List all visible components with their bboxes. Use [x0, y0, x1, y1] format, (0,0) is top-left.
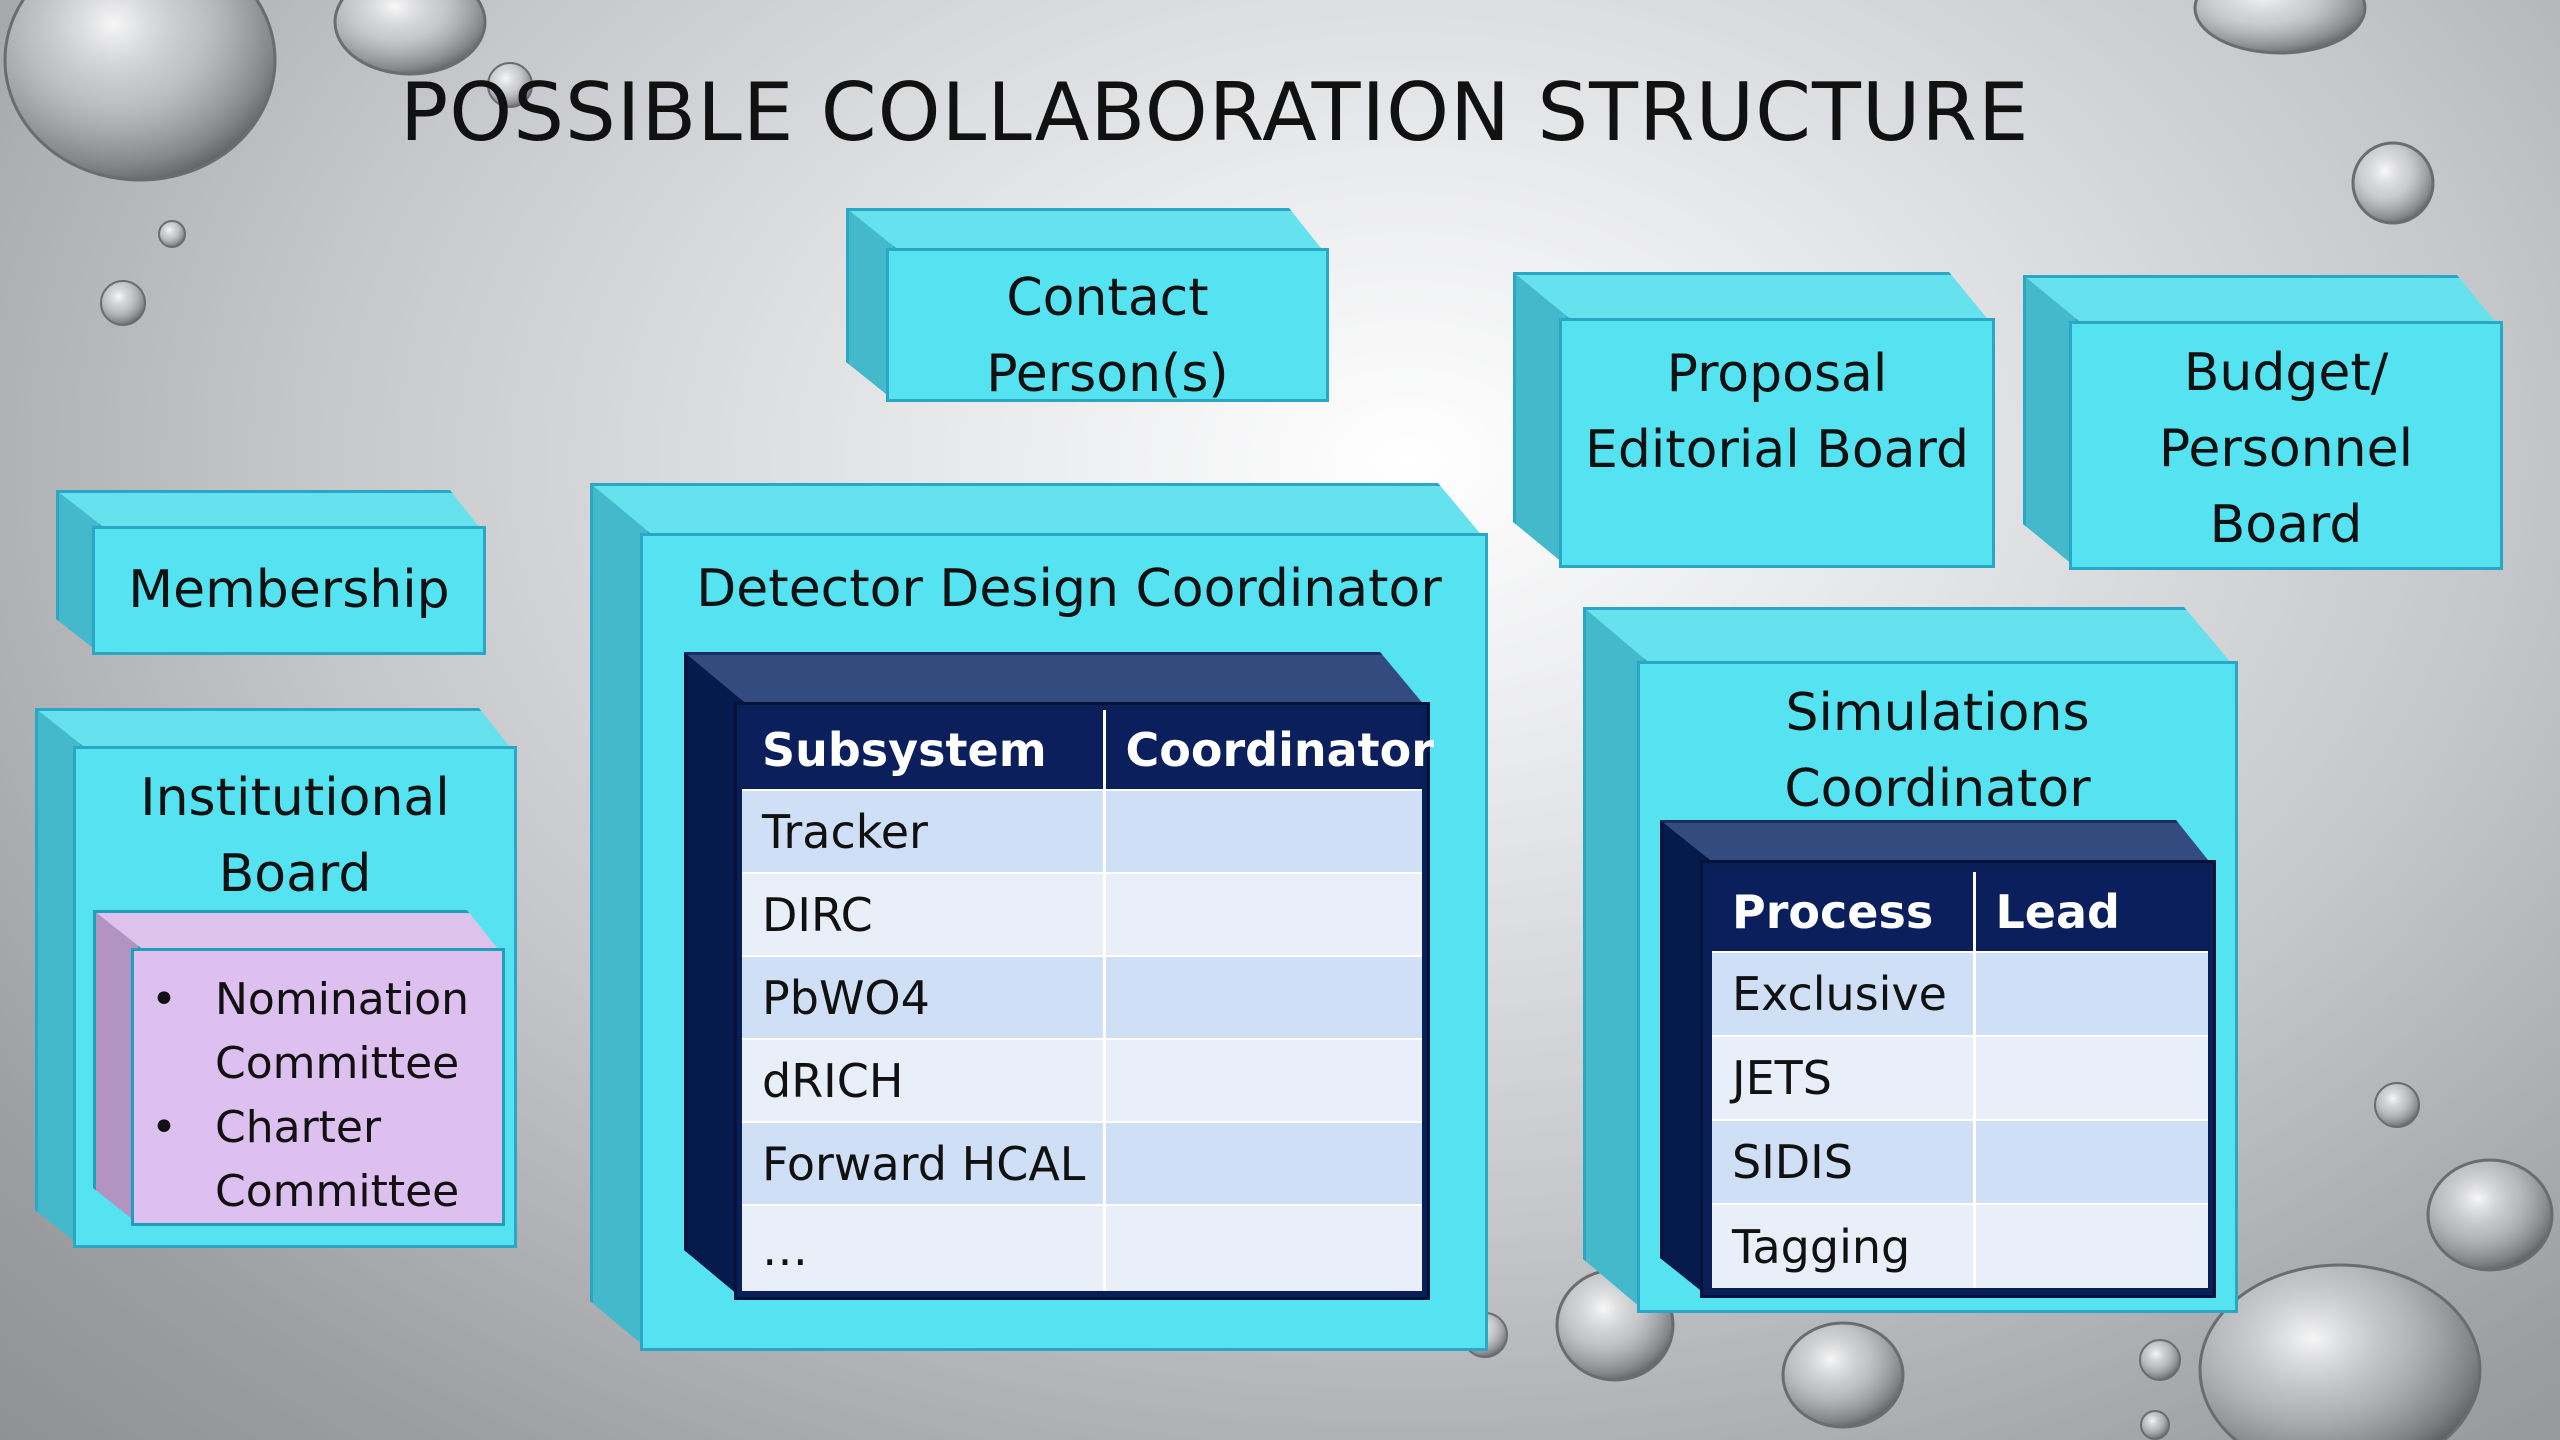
process-cell: SIDIS [1712, 1119, 1976, 1204]
committee-charter-line1: Charter [215, 1102, 382, 1153]
lead-cell [1974, 1119, 2208, 1204]
subsystem-cell: … [742, 1204, 1106, 1291]
committees-list: • Nomination Committee • Charter Committ… [151, 962, 491, 1217]
committee-charter-line2: Committee [215, 1166, 460, 1217]
proposal-label-line1: Proposal [1666, 344, 1888, 404]
coordinator-cell [1104, 1038, 1422, 1122]
water-drop [2351, 141, 2435, 225]
table-row: Tagging [1712, 1203, 2208, 1288]
table-row: dRICH [742, 1038, 1422, 1122]
table-row: Forward HCAL [742, 1121, 1422, 1205]
budget-label-line2: Personnel [2158, 419, 2414, 479]
contact-persons-label-line2: Person(s) [986, 344, 1229, 404]
lead-cell [1974, 951, 2208, 1036]
lead-cell [1974, 1203, 2208, 1288]
water-drop [2140, 1410, 2170, 1440]
committee-nomination-line2: Committee [215, 1038, 460, 1089]
table-row: PbWO4 [742, 955, 1422, 1039]
process-cell: Tagging [1712, 1203, 1976, 1288]
water-drop [158, 220, 186, 248]
subsystem-cell: Forward HCAL [742, 1121, 1106, 1205]
table-row: DIRC [742, 872, 1422, 956]
contact-persons-label-line1: Contact [1006, 268, 1209, 328]
membership-label: Membership [128, 560, 450, 620]
committees-box: • Nomination Committee • Charter Committ… [93, 910, 505, 1226]
table-row: JETS [1712, 1035, 2208, 1120]
table-header-coordinator: Coordinator [1104, 710, 1434, 790]
subsystem-cell: DIRC [742, 872, 1106, 956]
coordinator-cell [1104, 872, 1422, 956]
water-drop [487, 62, 533, 108]
water-drop [1781, 1321, 1905, 1429]
coordinator-cell [1104, 789, 1422, 873]
water-drop [100, 280, 146, 326]
subsystem-cell: Tracker [742, 789, 1106, 873]
detector-design-coordinator-label: Detector Design Coordinator [696, 559, 1442, 619]
slide-title: POSSIBLE COLLABORATION STRUCTURE [400, 66, 2030, 159]
institutional-label-line1: Institutional [140, 768, 450, 828]
table-row: Exclusive [1712, 951, 2208, 1036]
subsystem-cell: PbWO4 [742, 955, 1106, 1039]
bullet-dot: • [151, 974, 177, 1025]
detector-subsystem-table: Subsystem Coordinator Tracker DIRC PbWO4… [742, 710, 1434, 1291]
coordinator-cell [1104, 1204, 1422, 1291]
coordinator-cell [1104, 1121, 1422, 1205]
committee-nomination-line1: Nomination [215, 974, 470, 1025]
coordinator-cell [1104, 955, 1422, 1039]
process-cell: Exclusive [1712, 951, 1976, 1036]
water-drop [2139, 1339, 2181, 1381]
contact-persons-box: Contact Person(s) [846, 208, 1329, 404]
membership-box: Membership [56, 490, 486, 655]
table-row: … [742, 1204, 1422, 1291]
table-header-lead: Lead [1974, 872, 2208, 952]
water-drop [3, 0, 277, 182]
proposal-editorial-board-box: Proposal Editorial Board [1513, 272, 1995, 568]
table-header-subsystem: Subsystem [742, 710, 1106, 790]
institutional-label-line2: Board [218, 844, 372, 904]
table-row: SIDIS [1712, 1119, 2208, 1204]
water-drop [2374, 1082, 2420, 1128]
table-row: Tracker [742, 789, 1422, 873]
process-cell: JETS [1712, 1035, 1976, 1120]
water-drop [333, 0, 487, 76]
simulations-label-line2: Coordinator [1784, 759, 2091, 819]
simulations-label-line1: Simulations [1785, 683, 2090, 743]
budget-label-line1: Budget/ [2183, 343, 2389, 403]
budget-personnel-board-box: Budget/ Personnel Board [2023, 275, 2503, 570]
water-drop [2193, 0, 2367, 55]
budget-label-line3: Board [2209, 495, 2363, 555]
subsystem-cell: dRICH [742, 1038, 1106, 1122]
table-header-process: Process [1712, 872, 1976, 952]
proposal-label-line2: Editorial Board [1584, 420, 1969, 480]
water-drop [2426, 1158, 2554, 1272]
simulations-process-table: Process Lead Exclusive JETS SIDIS Taggin… [1712, 872, 2208, 1288]
bullet-dot: • [151, 1102, 177, 1153]
lead-cell [1974, 1035, 2208, 1120]
water-drop [2198, 1263, 2482, 1440]
